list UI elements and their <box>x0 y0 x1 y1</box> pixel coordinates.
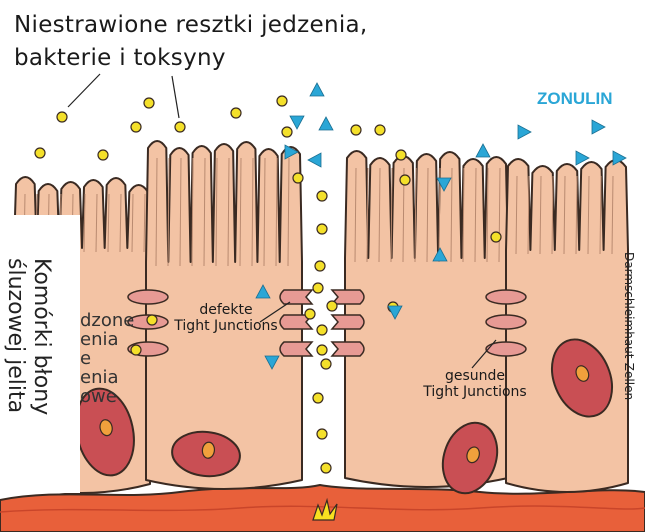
broken-junction-right <box>332 315 364 329</box>
zonulin-triangle <box>290 116 304 129</box>
particle-dot <box>321 463 331 473</box>
title-pointer-line-2 <box>172 76 179 118</box>
particle-dot <box>491 232 501 242</box>
title-line-1: Niestrawione resztki jedzenia, <box>14 12 368 38</box>
particle-dot <box>313 283 323 293</box>
broken-junction-right <box>332 290 364 304</box>
particle-dot <box>317 345 327 355</box>
particle-dot <box>305 309 315 319</box>
zonulin-triangle <box>592 120 605 134</box>
zonulin-triangle <box>518 125 531 139</box>
overlap-fragment: e <box>80 349 140 368</box>
particle-dot <box>277 96 287 106</box>
overlap-fragment: enia <box>80 330 140 349</box>
particle-dot <box>231 108 241 118</box>
broken-junction-right <box>332 342 364 356</box>
defective-label-line-1: defekte <box>171 302 281 318</box>
side-label-left-line-2: śluzowej jelita <box>2 258 28 415</box>
particle-dot <box>313 393 323 403</box>
particle-dot <box>144 98 154 108</box>
healthy-label-line-1: gesunde <box>420 368 530 384</box>
particle-dot <box>400 175 410 185</box>
title-line-2: bakterie i toksyny <box>14 45 226 71</box>
intact-junction <box>486 315 526 329</box>
particle-dot <box>57 112 67 122</box>
intact-junction <box>486 290 526 304</box>
defective-label-line-2: Tight Junctions <box>171 318 281 334</box>
overlap-fragment: enia <box>80 368 140 387</box>
zonulin-triangle <box>308 153 321 167</box>
particle-dot <box>35 148 45 158</box>
title-pointer-line-1 <box>68 74 100 107</box>
particle-dot <box>293 173 303 183</box>
particle-dot <box>321 359 331 369</box>
particle-dot <box>147 315 157 325</box>
side-label-left-line-1: Komórki błony <box>28 258 54 415</box>
particle-dot <box>317 224 327 234</box>
side-label-right: Darmschleimhaut-Zellen <box>622 252 636 400</box>
intact-junction <box>128 290 168 304</box>
zonulin-triangle <box>319 117 333 130</box>
particle-dot <box>317 325 327 335</box>
particle-dot <box>375 125 385 135</box>
overlap-fragment: owe <box>80 387 140 406</box>
particle-dot <box>396 150 406 160</box>
overlap-fragment: dzone <box>80 311 140 330</box>
broken-junction-left <box>280 290 312 304</box>
zonulin-label: ZONULIN <box>537 89 613 109</box>
particle-dot <box>327 301 337 311</box>
particle-dot <box>175 122 185 132</box>
broken-junction-left <box>280 342 312 356</box>
particle-dot <box>131 122 141 132</box>
healthy-label-line-2: Tight Junctions <box>420 384 530 400</box>
zonulin-triangle <box>310 83 324 96</box>
defective-junctions-label: defekte Tight Junctions <box>171 302 281 334</box>
particle-dot <box>317 429 327 439</box>
particle-dot <box>315 261 325 271</box>
particle-dot <box>282 127 292 137</box>
side-label-left: Komórki błony śluzowej jelita <box>2 258 54 486</box>
overlap-text-fragments: dzone enia e enia owe <box>80 311 140 406</box>
particle-dot <box>351 125 361 135</box>
particle-dot <box>98 150 108 160</box>
zonulin-triangle <box>476 144 490 157</box>
healthy-junctions-label: gesunde Tight Junctions <box>420 368 530 400</box>
particle-dot <box>317 191 327 201</box>
